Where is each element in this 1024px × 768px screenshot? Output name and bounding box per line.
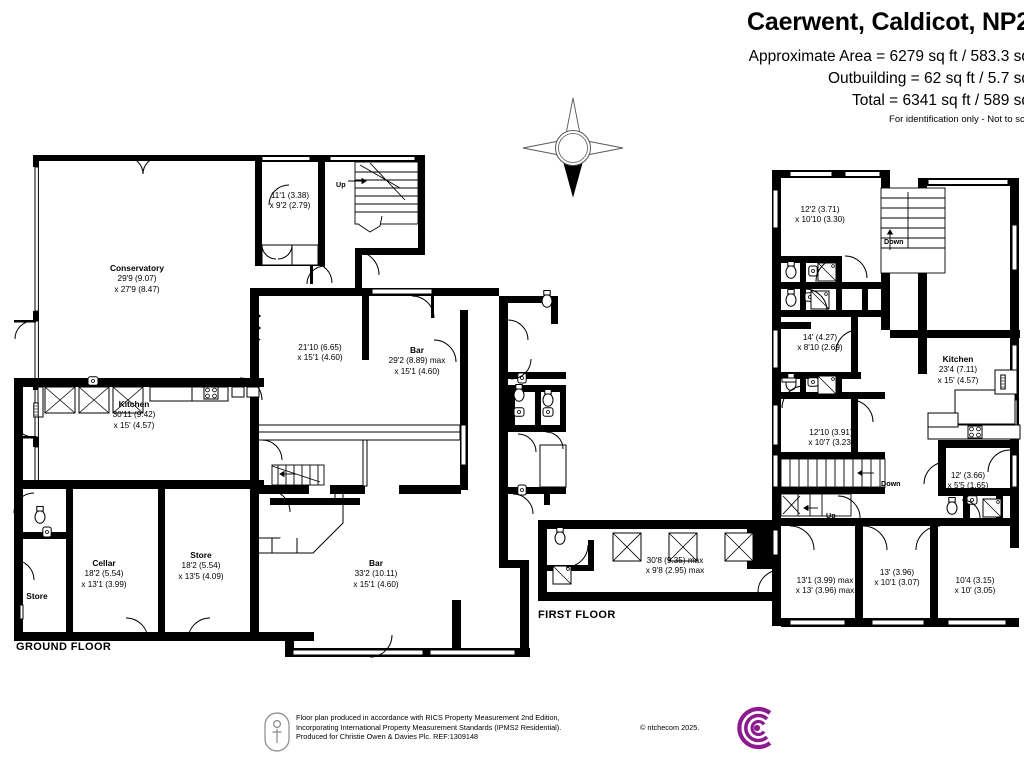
stair-direction-label: Up — [272, 485, 282, 494]
room-dimension-metric: x 15' (4.57) — [113, 420, 155, 430]
stair-direction-label: Down — [881, 479, 901, 488]
room-dimension-metric: x 10' (3.05) — [954, 586, 996, 596]
copyright-text: © ntchecom 2025. — [640, 722, 700, 732]
room-label: 21'10 (6.65)x 15'1 (4.60) — [297, 343, 342, 364]
first-floor-plan — [538, 170, 1021, 627]
disclaimer-text: For identification only - Not to sca — [889, 114, 1024, 125]
room-dimension-imperial: 12'10 (3.91) — [809, 428, 853, 437]
room-label: 13' (3.96)x 10'1 (3.07) — [874, 568, 919, 589]
room-dimension-imperial: 29'9 (9.07) — [117, 274, 157, 284]
room-dimension-metric: x 10'1 (3.07) — [874, 578, 920, 588]
first-floor-label: FIRST FLOOR — [538, 609, 616, 621]
ground-floor-label: GROUND FLOOR — [16, 641, 112, 653]
room-name: Kitchen — [942, 354, 974, 364]
ground-floor-wc-block — [508, 296, 566, 505]
outbuilding-area-text: Outbuilding = 62 sq ft / 5.7 sq — [827, 70, 1024, 87]
room-name: Store — [26, 591, 48, 601]
stair-direction-label: Up — [826, 511, 836, 520]
room-dimension-imperial: 18'2 (5.54) — [181, 561, 221, 571]
room-label: 12'10 (3.91)x 10'7 (3.23) — [808, 428, 853, 449]
room-dimension-metric: x 15' (4.57) — [937, 375, 979, 385]
room-dimension-imperial: 13' (3.96) — [879, 568, 915, 577]
room-label: Store — [26, 591, 47, 602]
total-area-text: Total = 6341 sq ft / 589 sq — [852, 92, 1024, 109]
room-dimension-metric: x 8'10 (2.69) — [797, 343, 843, 353]
room-label: 10'4 (3.15)x 10' (3.05) — [955, 576, 996, 597]
room-dimension-imperial: 23'4 (7.11) — [938, 365, 978, 375]
room-dimension-imperial: 10'4 (3.15) — [955, 576, 995, 585]
stairs-up-ground-north — [348, 161, 419, 233]
stairs-up-first — [780, 493, 852, 517]
room-dimension-metric: x 15'1 (4.60) — [297, 353, 343, 363]
room-dimension-imperial: 30'11 (9.42) — [112, 410, 156, 420]
room-dimension-metric: x 15'1 (4.60) — [394, 366, 440, 376]
room-name: Conservatory — [110, 263, 164, 273]
room-dimension-metric: x 10'10 (3.30) — [795, 215, 845, 225]
person-icon — [264, 712, 290, 752]
room-dimension-metric: x 13'5 (4.09) — [178, 571, 224, 581]
room-dimension-metric: x 5'5 (1.65) — [947, 481, 989, 491]
room-label: 14' (4.27)x 8'10 (2.69) — [797, 333, 842, 354]
footer-line-2: Incorporating International Property Mea… — [296, 722, 562, 732]
room-dimension-metric: x 10'7 (3.23) — [808, 438, 854, 448]
nichecom-logo — [737, 706, 772, 750]
room-name: Bar — [410, 345, 424, 355]
room-label: 12'2 (3.71)x 10'10 (3.30) — [795, 205, 845, 226]
room-dimension-metric: x 9'8 (2.95) max — [645, 566, 705, 576]
stairs-up-ground-south — [271, 464, 325, 486]
room-dimension-imperial: 12' (3.66) — [950, 471, 986, 480]
room-name: Store — [190, 550, 212, 560]
room-dimension-imperial: 30'8 (9.35) max — [646, 556, 704, 565]
compass-rose — [522, 97, 624, 198]
room-dimension-metric: x 27'9 (8.47) — [114, 284, 160, 294]
stairs-down-first-north — [880, 187, 946, 274]
room-dimension-imperial: 21'10 (6.65) — [298, 343, 342, 352]
room-name: Kitchen — [118, 399, 150, 409]
room-dimension-imperial: 11'1 (3.38) — [270, 191, 310, 200]
room-dimension-metric: x 15'1 (4.60) — [353, 579, 399, 589]
room-name: Cellar — [92, 558, 116, 568]
footer-line-3: Produced for Christie Owen & Davies Plc.… — [296, 732, 479, 741]
room-dimension-imperial: 13'1 (3.99) max — [796, 576, 854, 585]
approximate-area-text: Approximate Area = 6279 sq ft / 583.3 sq — [748, 48, 1024, 65]
stair-direction-label: Down — [884, 237, 904, 246]
room-dimension-imperial: 14' (4.27) — [802, 333, 838, 342]
room-dimension-metric: x 9'2 (2.79) — [269, 201, 311, 211]
page-title: Caerwent, Caldicot, NP2 — [747, 8, 1024, 36]
room-name: Bar — [369, 558, 383, 568]
room-dimension-imperial: 29'2 (8.89) max — [388, 356, 446, 366]
footer-line-1: Floor plan produced in accordance with R… — [296, 713, 560, 722]
room-label: 12' (3.66)x 5'5 (1.65) — [948, 471, 989, 492]
room-dimension-imperial: 18'2 (5.54) — [84, 569, 124, 579]
room-dimension-imperial: 12'2 (3.71) — [800, 205, 840, 214]
room-label: 11'1 (3.38)x 9'2 (2.79) — [270, 191, 311, 212]
stairs-down-first-mid — [780, 458, 886, 488]
ground-floor-plan — [13, 155, 567, 658]
room-dimension-metric: x 13'1 (3.99) — [81, 579, 127, 589]
room-dimension-imperial: 33'2 (10.11) — [354, 569, 398, 579]
stair-direction-label: Up — [336, 180, 346, 189]
room-dimension-metric: x 13' (3.96) max — [795, 586, 855, 596]
